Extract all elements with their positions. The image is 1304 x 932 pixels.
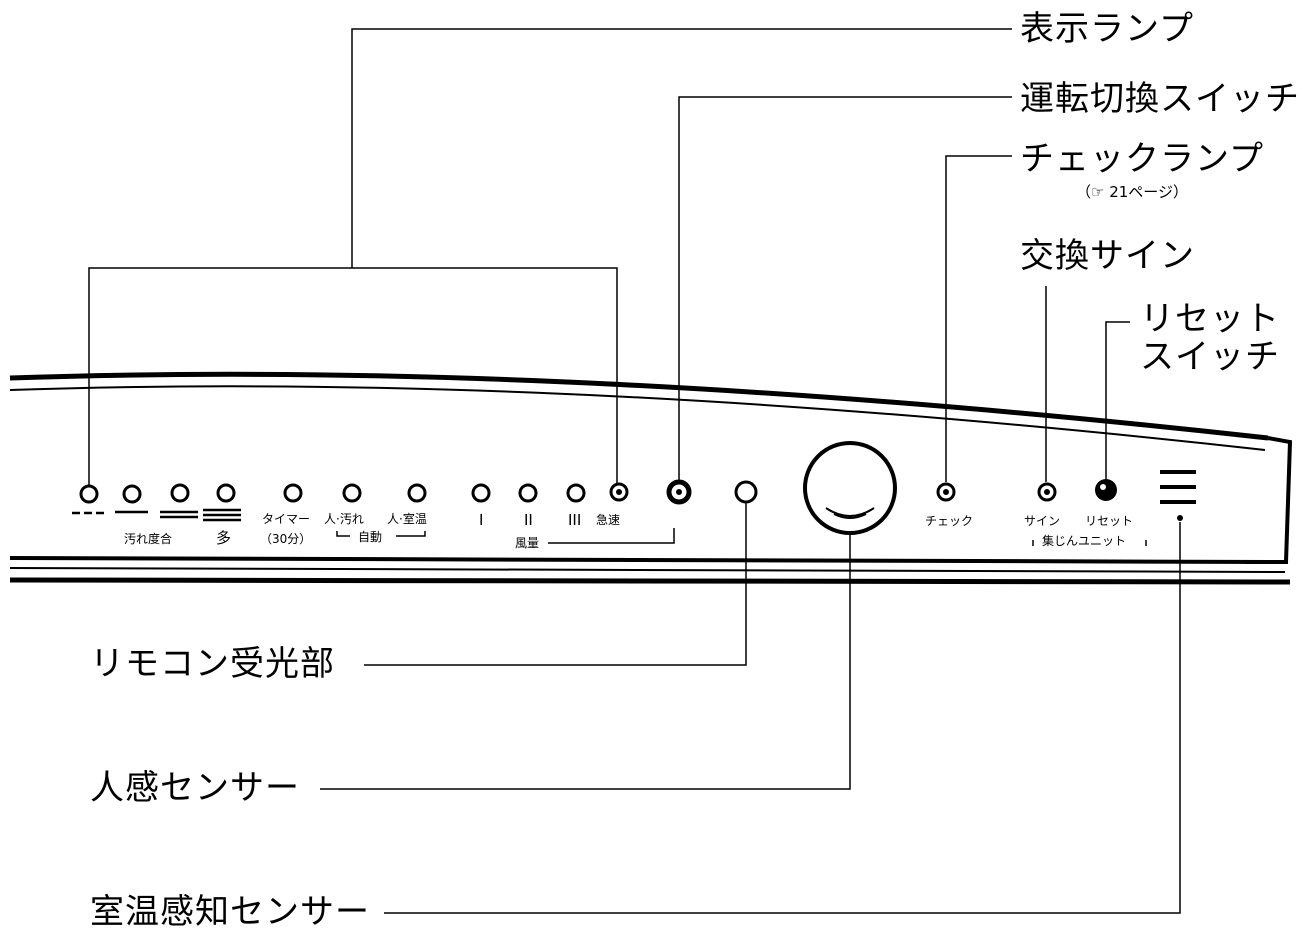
- panel-label-many: 多: [216, 529, 232, 547]
- lamp-dirt-2: [122, 484, 142, 504]
- lamp-dirt-4: [216, 483, 236, 503]
- callout-check-lamp-ref: （☞ 21ページ）: [1076, 183, 1189, 201]
- callout-reset-switch-1: リセット: [1140, 299, 1280, 339]
- panel-label-speed-1: I: [479, 511, 484, 529]
- lamp-dirt-1: [79, 484, 99, 504]
- callout-replace-sign: 交換サイン: [1020, 236, 1195, 276]
- callout-check-lamp: チェックランプ: [1020, 139, 1264, 179]
- lamp-speed-3: [566, 483, 586, 503]
- panel-label-dirt-level: 汚れ度合: [124, 532, 173, 546]
- callout-mode-switch: 運転切換スイッチ: [1020, 79, 1300, 119]
- panel-label-auto-temp: 人·室温: [387, 512, 427, 526]
- indicator-lamps: [79, 480, 1057, 504]
- human-sensor-dome: [803, 441, 897, 535]
- lamp-sign: [1037, 482, 1057, 502]
- callout-display-lamp: 表示ランプ: [1020, 9, 1194, 49]
- reset-switch-button: [1095, 479, 1117, 501]
- lamp-auto-dirt: [342, 483, 362, 503]
- panel-brackets: [336, 528, 1147, 546]
- lamp-check: [936, 482, 956, 502]
- dirt-level-bars: [72, 508, 241, 522]
- remote-receiver-window: [734, 480, 758, 504]
- panel-label-speed-2: II: [524, 511, 533, 529]
- panel-label-dust-unit: 集じんユニット: [1042, 534, 1127, 548]
- panel-label-air-volume: 風量: [515, 536, 540, 550]
- panel-label-sign: サイン: [1024, 514, 1061, 528]
- panel-label-speed-3: III: [568, 511, 582, 529]
- panel-label-timer: タイマー: [262, 512, 311, 526]
- panel-label-timer-30: （30分）: [260, 532, 312, 546]
- lamp-auto-temp: [407, 483, 427, 503]
- panel-label-check: チェック: [925, 514, 974, 528]
- panel-label-rapid: 急速: [596, 513, 621, 527]
- panel-label-reset: リセット: [1085, 514, 1134, 528]
- lamp-speed-2: [518, 483, 538, 503]
- callout-human-sensor: 人感センサー: [90, 768, 300, 808]
- callout-remote-receiver: リモコン受光部: [90, 644, 335, 684]
- callout-room-temp-sensor: 室温感知センサー: [90, 892, 370, 932]
- panel-label-auto-dirt: 人·汚れ: [324, 512, 364, 526]
- lamp-timer: [283, 483, 303, 503]
- room-temp-sensor-grille: [1160, 470, 1196, 504]
- panel-label-auto: 自動: [358, 530, 383, 544]
- mode-switch-button: [666, 479, 692, 505]
- panel-outline: [9, 371, 1293, 585]
- lamp-speed-1: [471, 483, 491, 503]
- callout-reset-switch-2: スイッチ: [1140, 337, 1280, 377]
- lamp-dirt-3: [170, 483, 190, 503]
- leader-lines: [88, 28, 1181, 914]
- lamp-rapid: [609, 482, 629, 502]
